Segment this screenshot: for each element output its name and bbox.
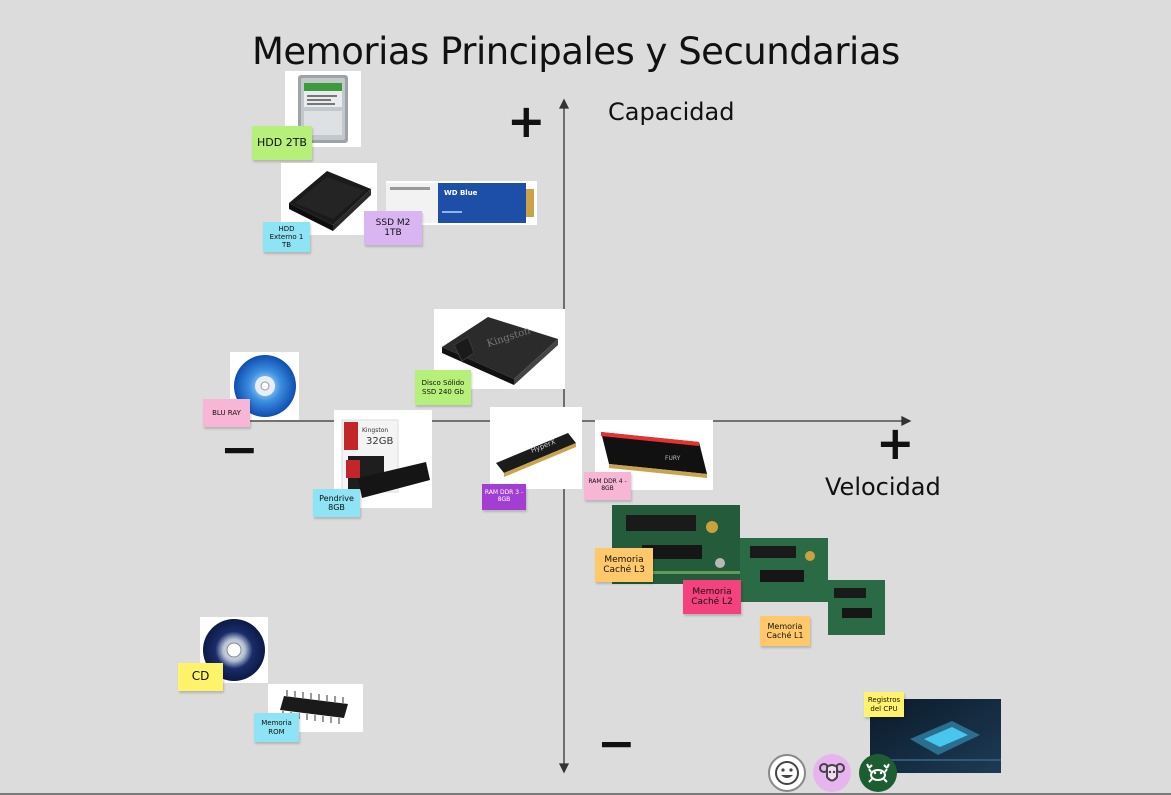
note-disco-solido-text: Disco Sólido SSD 240 Gb xyxy=(421,379,465,396)
note-hdd-2tb-text: HDD 2TB xyxy=(257,135,307,149)
smiley-icon xyxy=(775,761,799,785)
note-hdd-2tb[interactable]: HDD 2TB xyxy=(252,126,312,160)
y-plus-sign: + xyxy=(507,94,546,148)
note-cache-l2[interactable]: Memoria Caché L2 xyxy=(683,580,741,614)
pendrive-brand-text: Kingston xyxy=(362,427,388,434)
note-blu-ray[interactable]: BLU RAY xyxy=(203,399,250,427)
page-title: Memorias Principales y Secundarias xyxy=(252,30,900,73)
ram-ddr4-model-text: FURY xyxy=(665,455,681,462)
crab-icon xyxy=(866,763,890,783)
note-rom-text: Memoria ROM xyxy=(261,719,292,736)
note-ram-ddr3[interactable]: RAM DDR 3 - 8GB xyxy=(482,484,526,510)
note-cache-l2-text: Memoria Caché L2 xyxy=(691,586,733,607)
collaborator-avatar-2[interactable] xyxy=(813,754,851,792)
note-cache-l1[interactable]: Memoria Caché L1 xyxy=(760,616,810,646)
note-cd[interactable]: CD xyxy=(178,663,223,691)
y-axis-label: Capacidad xyxy=(608,98,735,126)
ssd-m2-brand-text: WD Blue xyxy=(444,189,478,197)
note-hdd-externo[interactable]: HDD Externo 1 TB xyxy=(263,222,310,252)
note-cache-l3[interactable]: Memoria Caché L3 xyxy=(595,548,653,582)
note-rom[interactable]: Memoria ROM xyxy=(254,713,299,742)
ram-icon xyxy=(819,763,845,782)
note-ram-ddr4-text: RAM DDR 4 - 8GB xyxy=(588,478,627,492)
collaborator-avatar-3[interactable] xyxy=(859,754,897,792)
cache-l3-image[interactable] xyxy=(612,505,740,584)
x-plus-sign: + xyxy=(876,416,915,470)
note-ram-ddr4[interactable]: RAM DDR 4 - 8GB xyxy=(584,472,631,500)
collaborator-avatar-1[interactable] xyxy=(768,754,806,792)
cache-l1-image[interactable] xyxy=(828,580,885,635)
note-registros-text: Registros del CPU xyxy=(867,696,901,713)
note-cache-l3-text: Memoria Caché L3 xyxy=(603,554,645,575)
note-cache-l1-text: Memoria Caché L1 xyxy=(766,621,804,640)
x-minus-sign: − xyxy=(220,422,259,476)
x-axis-label: Velocidad xyxy=(825,473,941,501)
pendrive-capacity-text: 32GB xyxy=(366,436,393,447)
note-hdd-externo-text: HDD Externo 1 TB xyxy=(269,224,304,250)
y-minus-sign: − xyxy=(597,716,636,770)
note-ssd-m2[interactable]: SSD M2 1TB xyxy=(364,211,422,245)
ram-ddr3-image[interactable]: HyperX xyxy=(490,407,582,489)
note-ssd-m2-text: SSD M2 1TB xyxy=(375,217,411,238)
note-registros[interactable]: Registros del CPU xyxy=(864,692,904,717)
note-ram-ddr3-text: RAM DDR 3 - 8GB xyxy=(484,489,524,503)
note-cd-text: CD xyxy=(191,669,210,684)
note-pendrive-text: Pendrive 8GB xyxy=(319,493,354,512)
note-blu-ray-text: BLU RAY xyxy=(212,408,241,417)
cache-l2-image[interactable] xyxy=(740,538,828,602)
note-pendrive[interactable]: Pendrive 8GB xyxy=(313,489,360,517)
note-disco-solido[interactable]: Disco Sólido SSD 240 Gb xyxy=(415,370,471,405)
